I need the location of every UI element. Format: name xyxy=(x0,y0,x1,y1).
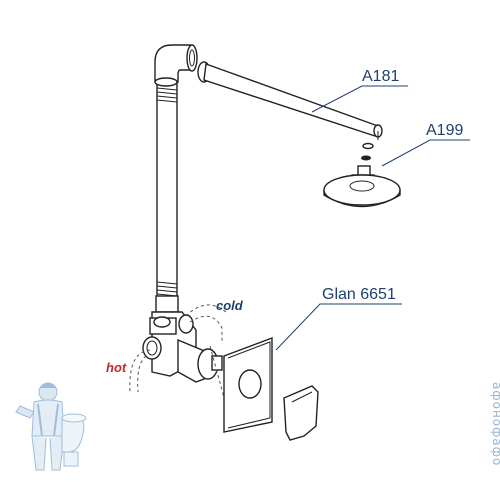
label-faceplate-set: Glan 6651 xyxy=(322,286,396,303)
leader-lines xyxy=(275,85,470,351)
connection-guides xyxy=(129,304,231,421)
plumber-mascot-logo xyxy=(15,382,87,471)
shower-arm xyxy=(197,61,383,140)
mixer-valve-body xyxy=(142,295,223,383)
faceplate xyxy=(223,336,273,433)
label-shower-head: A199 xyxy=(426,122,463,139)
lever-handle xyxy=(283,385,319,441)
label-shower-arm: A181 xyxy=(362,68,399,85)
shower-head xyxy=(323,174,401,208)
watermark: афонофафо xyxy=(490,382,500,466)
label-cold: cold xyxy=(216,298,244,313)
elbow-fitting xyxy=(154,44,198,87)
label-hot: hot xyxy=(106,360,127,375)
riser-pipe xyxy=(156,79,178,301)
